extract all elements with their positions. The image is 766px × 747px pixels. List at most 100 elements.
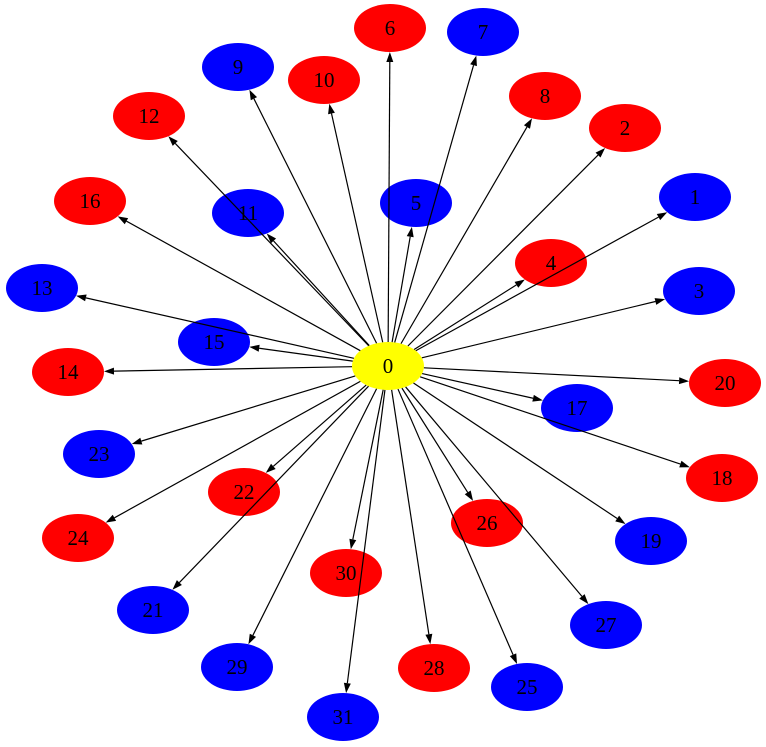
node-label: 0	[383, 354, 394, 378]
node-label: 6	[385, 16, 396, 40]
node-22: 22	[208, 468, 280, 516]
arrowhead	[523, 118, 532, 129]
node-label: 9	[233, 55, 244, 79]
node-ellipse	[117, 586, 189, 634]
arrowhead	[103, 367, 115, 375]
node-31: 31	[307, 693, 379, 741]
edge-0-11	[266, 233, 370, 346]
edge-line	[273, 240, 370, 346]
node-label: 23	[89, 442, 110, 466]
edge-line	[401, 387, 469, 493]
node-label: 16	[80, 189, 101, 213]
arrowhead	[532, 394, 543, 402]
node-label: 25	[517, 675, 538, 699]
node-label: 14	[58, 360, 80, 384]
edge-line	[422, 373, 534, 399]
node-label: 18	[712, 466, 733, 490]
node-ellipse	[451, 499, 523, 547]
arrowhead	[131, 437, 143, 445]
node-ellipse	[63, 430, 135, 478]
node-18: 18	[686, 454, 758, 502]
node-ellipse	[354, 4, 426, 52]
edge-line	[413, 382, 618, 520]
node-2: 2	[589, 104, 661, 152]
node-16: 16	[54, 177, 126, 225]
edge-line	[126, 220, 361, 352]
node-label: 27	[596, 613, 617, 637]
arrowhead	[248, 633, 257, 645]
edge-line	[419, 376, 681, 465]
arrowhead	[249, 344, 260, 352]
node-ellipse	[589, 104, 661, 152]
edge-0-7	[394, 55, 477, 343]
edge-0-16	[117, 216, 361, 352]
edge-line	[394, 65, 475, 343]
arrowhead	[579, 594, 589, 605]
edge-0-19	[413, 382, 626, 525]
edge-line	[346, 389, 386, 684]
node-19: 19	[615, 517, 687, 565]
node-ellipse	[201, 643, 273, 691]
edge-line	[174, 143, 370, 347]
node-29: 29	[201, 643, 273, 691]
node-label: 13	[32, 276, 53, 300]
edge-0-21	[172, 385, 369, 590]
node-ellipse	[202, 43, 274, 91]
node-11: 11	[212, 189, 284, 237]
node-ellipse	[288, 56, 360, 104]
arrowhead	[349, 538, 357, 550]
node-14: 14	[32, 348, 104, 396]
node-1: 1	[659, 173, 731, 221]
edge-line	[415, 216, 659, 352]
arrowhead	[679, 460, 690, 468]
edge-line	[253, 98, 378, 344]
edge-line	[272, 384, 367, 467]
node-6: 6	[354, 4, 426, 52]
node-label: 19	[641, 529, 662, 553]
edge-line	[113, 366, 353, 372]
node-ellipse	[509, 72, 581, 120]
edge-line	[178, 385, 369, 584]
edge-0-30	[349, 389, 384, 550]
node-ellipse	[307, 693, 379, 741]
edge-0-6	[386, 51, 394, 343]
node-label: 17	[567, 396, 588, 420]
node-25: 25	[491, 663, 563, 711]
edge-0-3	[421, 298, 666, 359]
node-5: 5	[380, 179, 452, 227]
node-3: 3	[663, 267, 735, 315]
node-4: 4	[515, 239, 587, 287]
edge-line	[421, 300, 656, 359]
arrowhead	[266, 233, 277, 244]
edge-line	[413, 284, 517, 350]
node-26: 26	[451, 499, 523, 547]
edge-0-27	[405, 386, 589, 605]
edge-line	[259, 347, 353, 362]
node-label: 26	[477, 511, 498, 535]
node-ellipse	[491, 663, 563, 711]
edge-line	[423, 367, 680, 382]
node-ellipse	[32, 348, 104, 396]
edge-0-31	[343, 389, 386, 694]
node-ellipse	[208, 468, 280, 516]
edge-0-24	[105, 380, 361, 523]
node-ellipse	[113, 92, 185, 140]
arrowhead	[265, 463, 276, 473]
arrowhead	[654, 298, 666, 305]
arrowhead	[168, 136, 178, 146]
edge-line	[391, 236, 411, 343]
arrowhead	[328, 103, 335, 115]
node-label: 15	[204, 330, 225, 354]
node-label: 4	[546, 251, 557, 275]
node-label: 1	[690, 185, 701, 209]
edge-0-14	[103, 366, 353, 375]
edge-line	[400, 126, 528, 344]
node-ellipse	[515, 239, 587, 287]
node-ellipse	[352, 342, 424, 390]
edge-0-9	[249, 89, 378, 344]
node-label: 12	[139, 104, 160, 128]
node-label: 29	[227, 655, 248, 679]
node-30: 30	[310, 549, 382, 597]
